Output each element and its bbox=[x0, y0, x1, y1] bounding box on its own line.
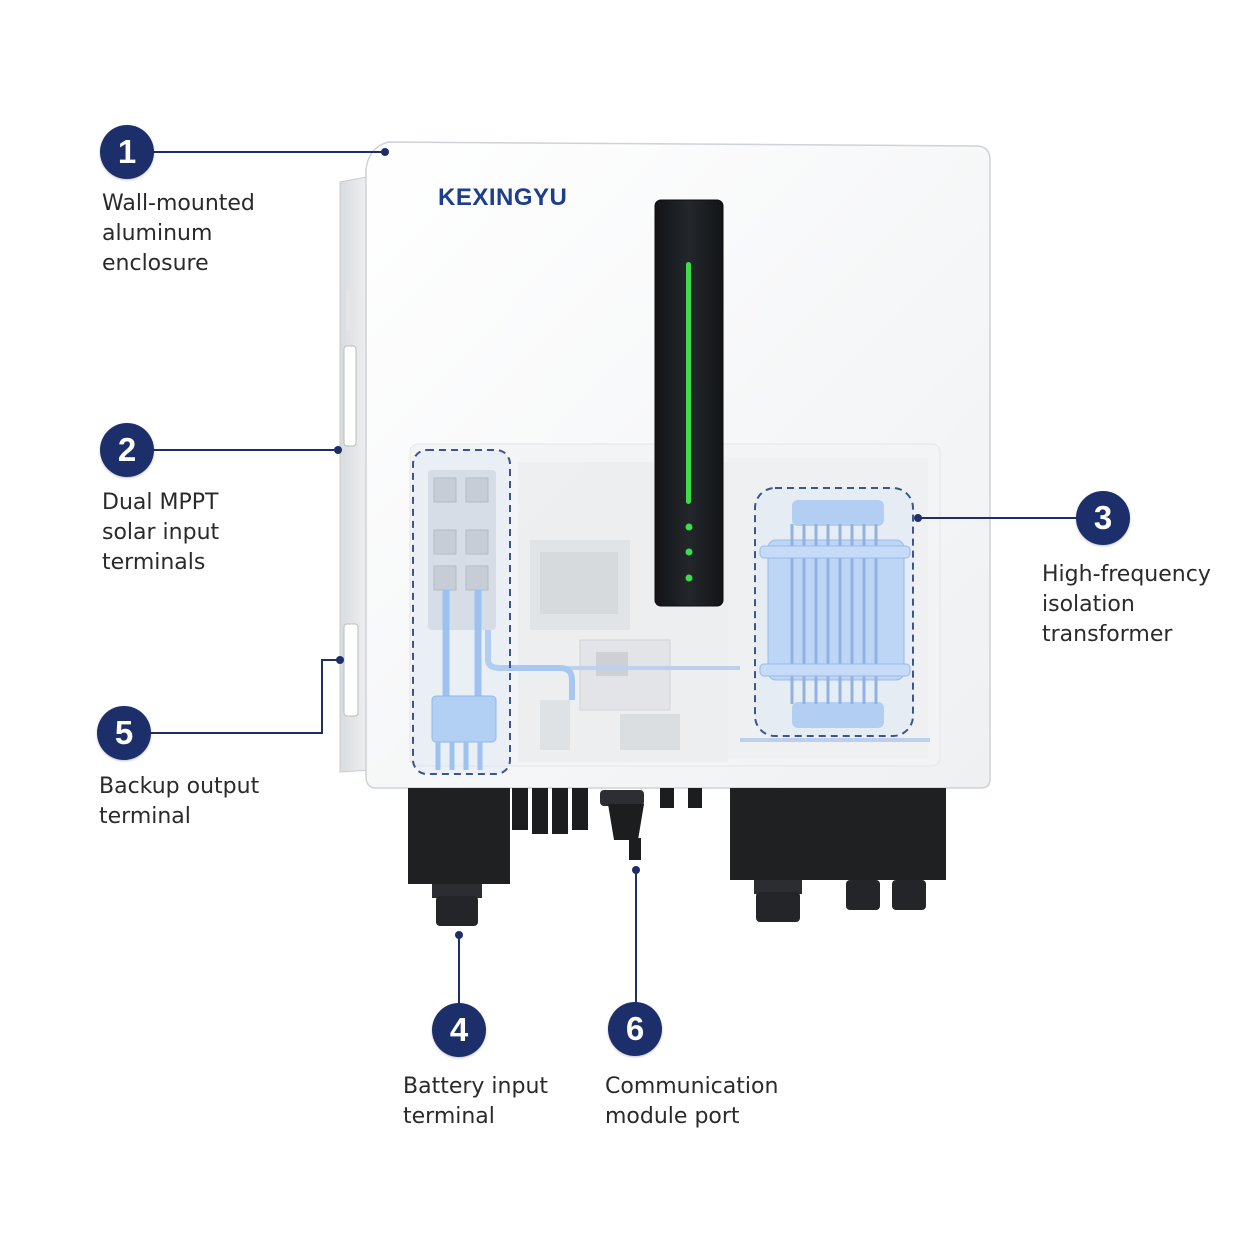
callout-2-line-1: Dual MPPT bbox=[102, 490, 219, 515]
callout-3-line-1: High-frequency bbox=[1042, 562, 1211, 587]
brand-logo-text: KEXINGYU bbox=[438, 184, 568, 211]
callout-1-line-3: enclosure bbox=[102, 251, 209, 276]
leader-line-5 bbox=[150, 659, 340, 734]
callout-badge-2: 2 bbox=[100, 423, 154, 477]
callout-badge-6: 6 bbox=[608, 1002, 662, 1056]
transformer-graphic bbox=[754, 487, 914, 737]
mppt-terminal-block bbox=[412, 449, 511, 775]
callout-label-4: Battery input terminal bbox=[403, 1072, 548, 1132]
callout-2-line-2: solar input bbox=[102, 520, 220, 545]
callout-label-6: Communication module port bbox=[605, 1072, 778, 1132]
bottom-connectors bbox=[408, 788, 946, 926]
status-light-bar bbox=[654, 199, 724, 607]
callout-label-2: Dual MPPT solar input terminals bbox=[102, 488, 219, 578]
leader-dots bbox=[334, 148, 922, 939]
callout-label-3: High-frequency isolation transformer bbox=[1042, 560, 1211, 650]
callout-5-line-2: terminal bbox=[99, 804, 191, 829]
callout-4-line-2: terminal bbox=[403, 1104, 495, 1129]
callout-6-line-1: Communication bbox=[605, 1074, 779, 1099]
callout-1-line-2: aluminum bbox=[102, 221, 213, 246]
callout-label-5: Backup output terminal bbox=[99, 772, 259, 832]
callout-badge-4: 4 bbox=[432, 1003, 486, 1057]
callout-label-1: Wall-mounted aluminum enclosure bbox=[102, 189, 255, 279]
callout-3-line-2: isolation bbox=[1042, 592, 1135, 617]
callout-3-line-3: transformer bbox=[1042, 622, 1173, 647]
callout-1-line-1: Wall-mounted bbox=[102, 191, 255, 216]
callout-badge-3: 3 bbox=[1076, 491, 1130, 545]
callout-4-line-1: Battery input bbox=[403, 1074, 549, 1099]
leader-lines bbox=[150, 151, 1078, 1006]
callout-2-line-3: terminals bbox=[102, 550, 206, 575]
callout-badge-1: 1 bbox=[100, 125, 154, 179]
callout-5-line-1: Backup output bbox=[99, 774, 260, 799]
callout-badge-5: 5 bbox=[97, 706, 151, 760]
callout-6-line-2: module port bbox=[605, 1104, 740, 1129]
